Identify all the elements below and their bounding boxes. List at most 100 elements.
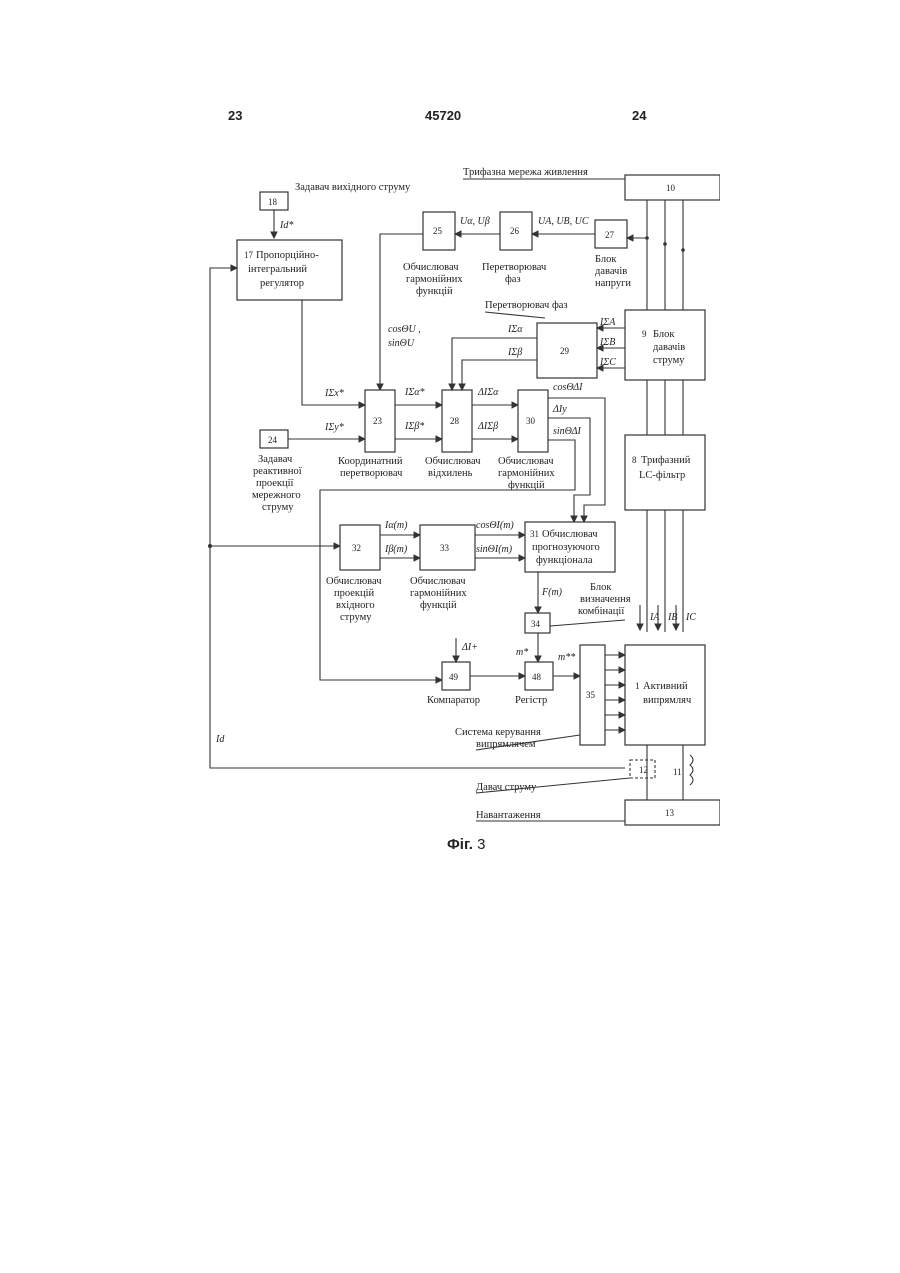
signal-d-isalpha: ΔIΣα	[477, 387, 499, 398]
block-10-num: 10	[666, 183, 676, 193]
block-17-label-1: Пропорційно-	[256, 250, 319, 261]
signal-ic: IC	[685, 612, 696, 623]
signal-isa: IΣA	[599, 317, 616, 328]
block-31-num: 31	[530, 529, 539, 539]
signal-isbeta: IΣβ	[507, 347, 522, 358]
signal-ialpha-m: Iα(m)	[384, 520, 408, 531]
block-27-caption-1: Блок	[595, 254, 617, 265]
signal-d-isbeta: ΔIΣβ	[477, 421, 498, 432]
page-number-right: 24	[632, 108, 646, 123]
block-24-caption-5: струму	[262, 502, 294, 513]
block-12-num: 12	[639, 765, 648, 775]
signal-sin-m: sinΘI(m)	[476, 544, 513, 555]
block-1-label-2: випрямляч	[643, 695, 692, 706]
figure-caption-prefix: Фіг.	[447, 836, 473, 853]
block-9-label-3: струму	[653, 355, 685, 366]
block-diagram: 10 Трифазна мережа живлення 9 Блок давач…	[180, 150, 720, 870]
block-23-caption-1: Координатний	[338, 456, 403, 467]
signal-ua-ub-uc: UA, UB, UC	[538, 216, 589, 227]
block-26-caption-1: Перетворювач	[482, 262, 547, 273]
block-33-num: 33	[440, 543, 450, 553]
signal-ualpha-ubeta: Uα, Uβ	[460, 216, 490, 227]
block-1-num: 1	[635, 681, 640, 691]
block-25-caption-2: гармонійних	[406, 274, 463, 285]
signal-isb: IΣB	[599, 337, 615, 348]
block-28-num: 28	[450, 416, 460, 426]
block-24-num: 24	[268, 435, 278, 445]
block-30-num: 30	[526, 416, 536, 426]
block-33-caption-1: Обчислювач	[410, 576, 466, 587]
combination-label-2: визначення	[580, 594, 631, 605]
block-23-caption-2: перетворювач	[340, 468, 403, 479]
block-32-caption-1: Обчислювач	[326, 576, 382, 587]
block-18-num: 18	[268, 197, 278, 207]
signal-isc: IΣC	[599, 357, 616, 368]
signal-isbeta-star: IΣβ*	[404, 421, 424, 432]
block-24-caption-1: Задавач	[258, 454, 293, 465]
signal-m-2star: m**	[558, 652, 575, 663]
block-32-caption-3: вхідного	[336, 600, 375, 611]
block-27-num: 27	[605, 230, 615, 240]
block-8-label-2: LC-фільтр	[639, 470, 685, 481]
signal-cos-u: cosΘU ,	[388, 324, 421, 335]
block-25-num: 25	[433, 226, 443, 236]
inductor-11	[690, 755, 693, 785]
phase-converter-label: Перетворювач фаз	[485, 300, 568, 311]
signal-ibeta-m: Iβ(m)	[384, 544, 408, 555]
block-31-label-1: Обчислювач	[542, 529, 598, 540]
block-28-caption-1: Обчислювач	[425, 456, 481, 467]
block-1-label-1: Активний	[643, 681, 688, 692]
block-8-num: 8	[632, 455, 637, 465]
signal-f-m: F(m)	[541, 587, 563, 598]
register-label: Регістр	[515, 695, 547, 706]
mains-label: Трифазна мережа живлення	[463, 167, 588, 178]
signal-isy-star: IΣy*	[324, 422, 344, 433]
block-30-caption-3: функцій	[508, 480, 545, 491]
figure-caption-number: 3	[477, 836, 485, 853]
block-27-caption-3: напруги	[595, 278, 631, 289]
block-35-num: 35	[586, 690, 596, 700]
signal-cos-dl: cosΘΔI	[553, 382, 583, 393]
block-23-num: 23	[373, 416, 383, 426]
output-setter-label: Задавач вихідного струму	[295, 182, 411, 193]
signal-id-star: Id*	[279, 220, 293, 231]
block-28-caption-2: відхилень	[428, 468, 473, 479]
patent-number: 45720	[425, 108, 461, 123]
block-30-caption-2: гармонійних	[498, 468, 555, 479]
block-11-num: 11	[673, 767, 682, 777]
block-34-num: 34	[531, 619, 541, 629]
block-9-label-2: давачів	[653, 342, 685, 353]
signal-sin-dl: sinΘΔI	[553, 426, 582, 437]
block-49-num: 49	[449, 672, 459, 682]
block-30-caption-1: Обчислювач	[498, 456, 554, 467]
combination-label-1: Блок	[590, 582, 612, 593]
signal-isx-star: IΣx*	[324, 388, 344, 399]
block-25-caption-3: функцій	[416, 286, 453, 297]
block-32-num: 32	[352, 543, 361, 553]
signal-cos-m: cosΘI(m)	[476, 520, 514, 531]
load-label: Навантаження	[476, 810, 541, 821]
block-17-label-3: регулятор	[260, 278, 304, 289]
block-32-caption-2: проекцій	[334, 588, 375, 599]
block-32-caption-4: струму	[340, 612, 372, 623]
block-33-caption-2: гармонійних	[410, 588, 467, 599]
block-24-caption-3: проекції	[256, 478, 294, 489]
block-8-label-1: Трифазний	[641, 455, 691, 466]
block-9-num: 9	[642, 329, 647, 339]
block-24-caption-2: реактивної	[253, 466, 302, 477]
block-31-label-2: прогнозуючого	[532, 542, 600, 553]
signal-isalpha-star: IΣα*	[404, 387, 425, 398]
combination-label-3: комбінації	[578, 606, 624, 617]
signal-di-plus: ΔI+	[461, 642, 478, 653]
block-33-caption-3: функцій	[420, 600, 457, 611]
block-13-num: 13	[665, 808, 675, 818]
block-27-caption-2: давачів	[595, 266, 627, 277]
block-25-caption-1: Обчислювач	[403, 262, 459, 273]
signal-d-iy: ΔIy	[552, 404, 567, 415]
block-9-label-1: Блок	[653, 329, 675, 340]
block-24-caption-4: мережного	[252, 490, 301, 501]
signal-isalpha: IΣα	[507, 324, 523, 335]
block-17-num: 17	[244, 250, 254, 260]
figure-caption: Фіг. 3	[447, 836, 485, 853]
signal-m-star: m*	[516, 647, 528, 658]
